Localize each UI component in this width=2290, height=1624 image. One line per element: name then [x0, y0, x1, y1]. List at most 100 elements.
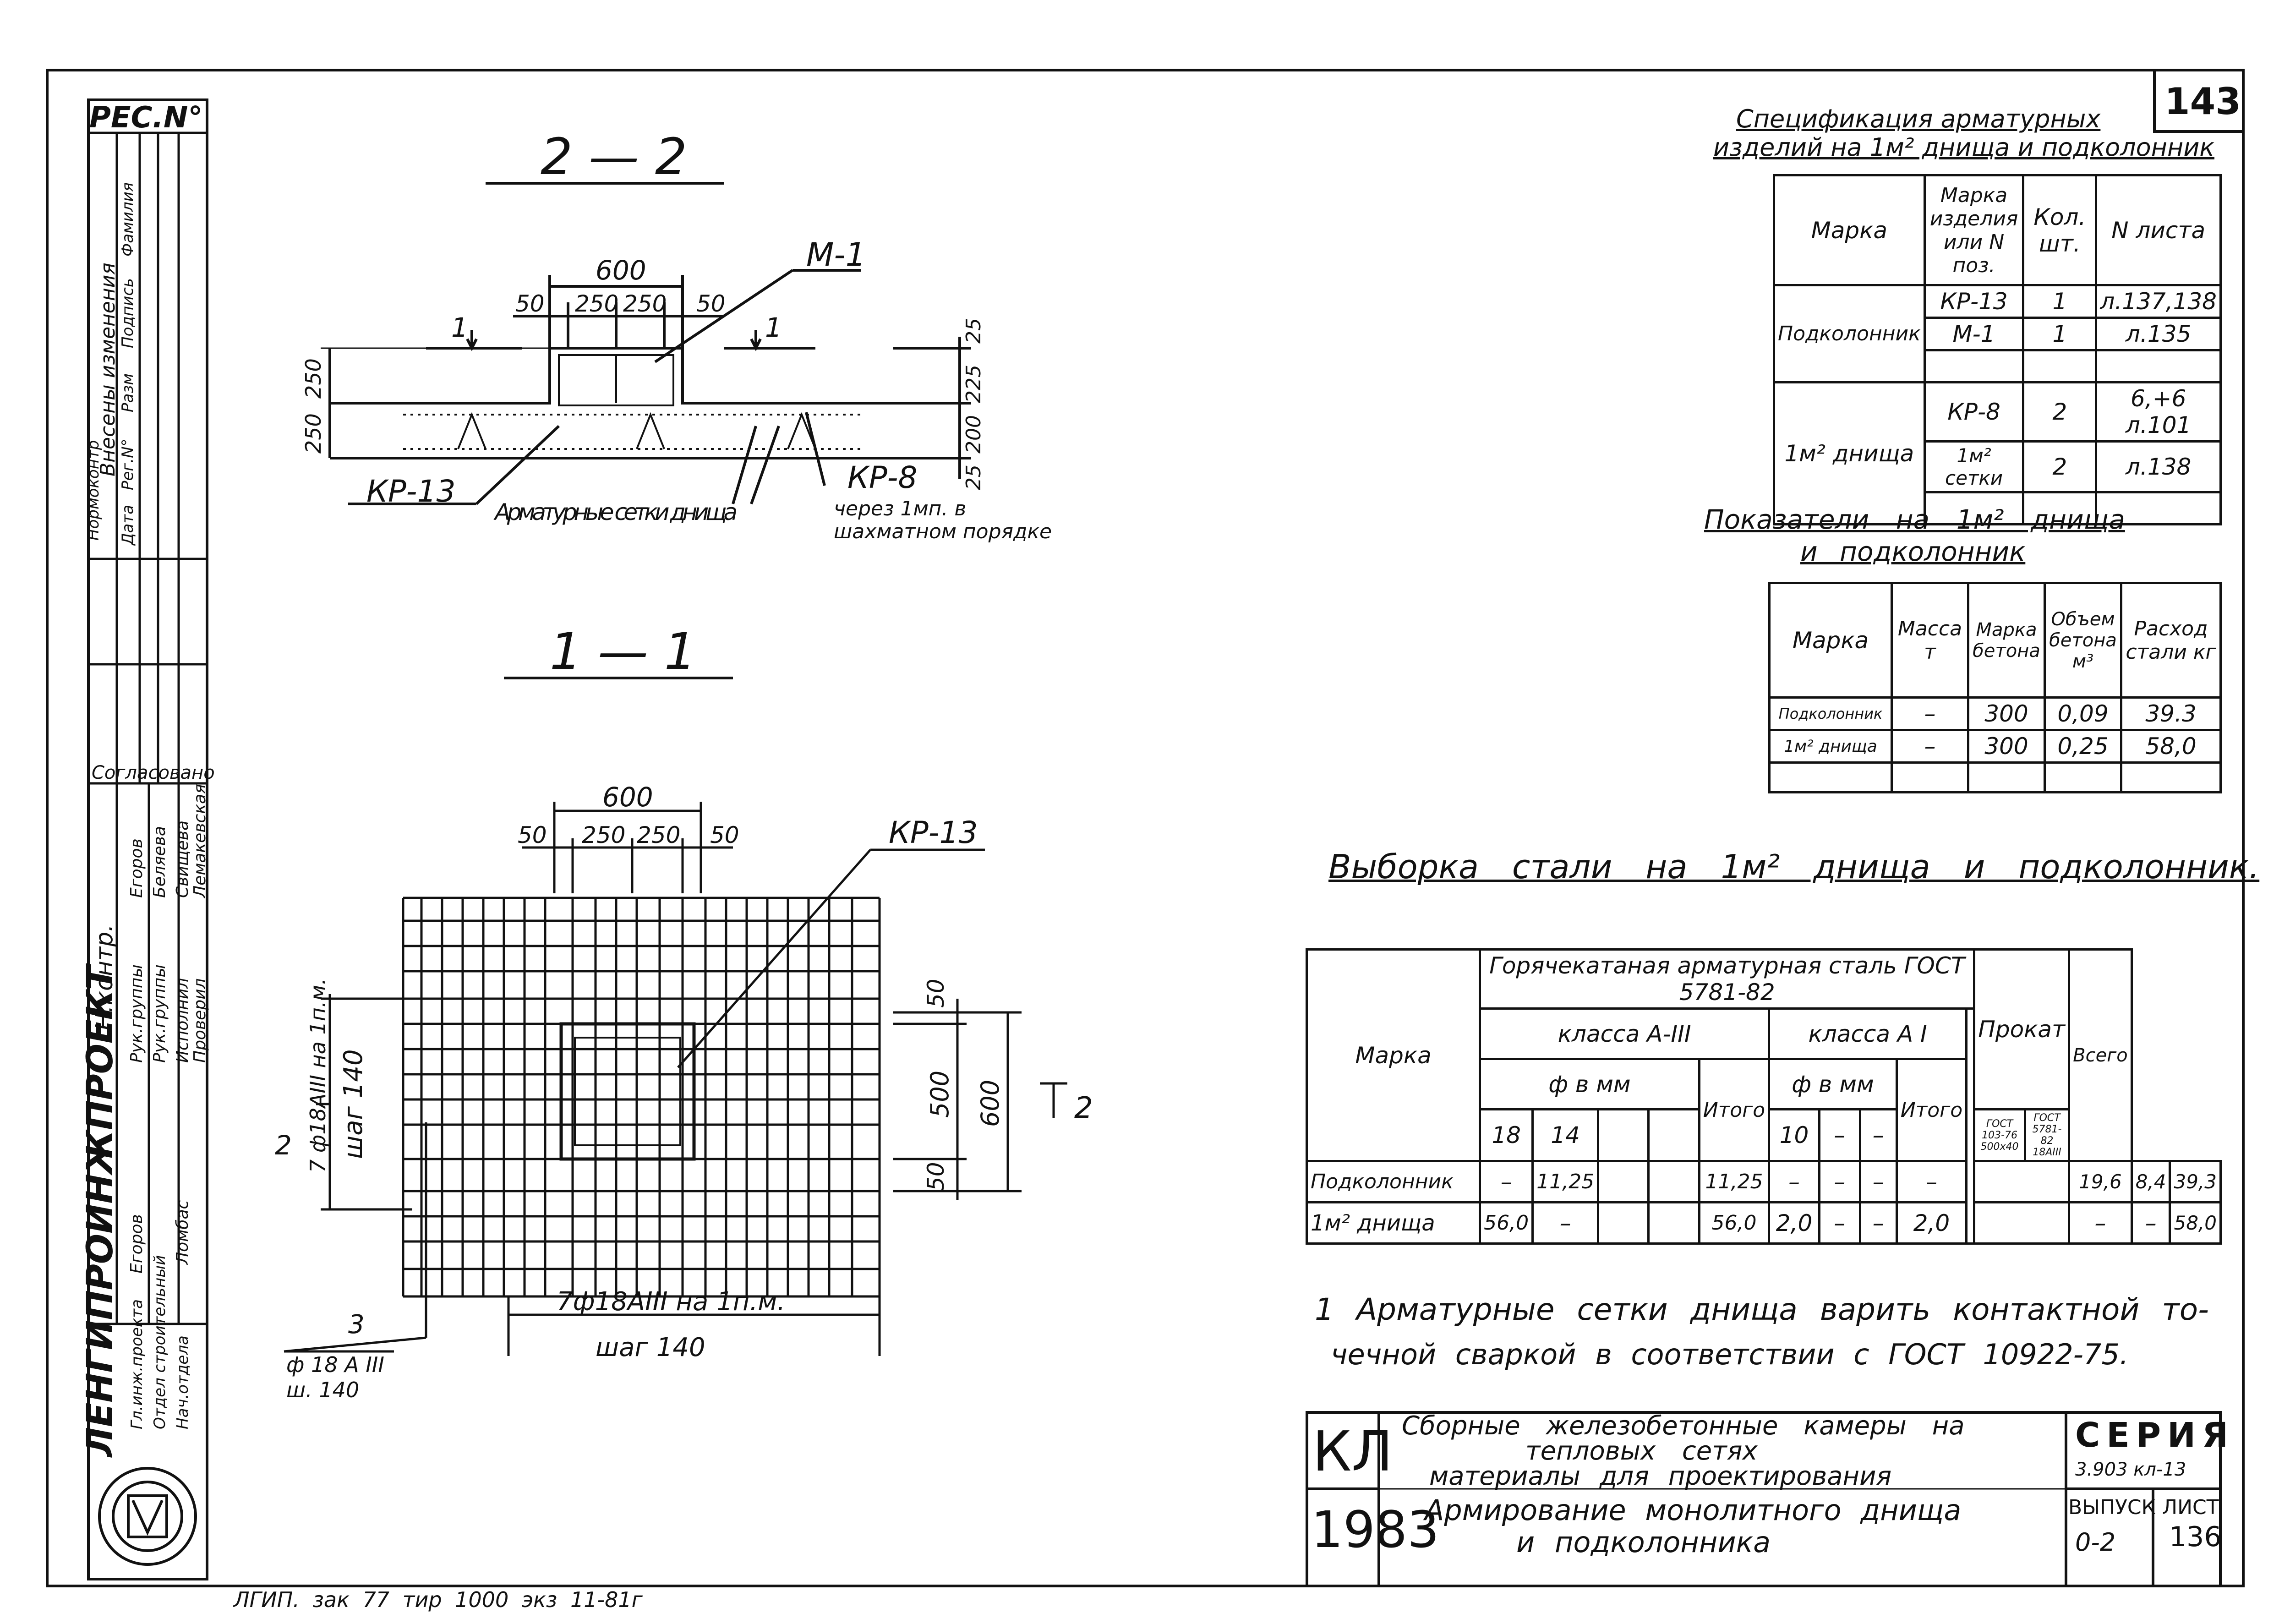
spec-g2-r1-item: КР-8 [1923, 381, 2025, 443]
ind-r1-mass: – [1891, 696, 1969, 731]
steel-h-hot: Горячекатаная арматурная сталь ГОСТ 5781… [1479, 948, 1976, 1010]
ind-h-volume: Объем бетона м³ [2044, 582, 2122, 699]
ind-r2-steel: 58,0 [2120, 729, 2222, 764]
spec-g1-r2-qty: 1 [2022, 317, 2098, 351]
indicators-title-1: Показатели на 1м² днища [1704, 504, 2125, 535]
label-left-rebar: 7 ф18АIII на 1п.м. [306, 978, 330, 1173]
label-bottom-step: шаг 140 [596, 1333, 705, 1362]
spec-g1-r1-qty: 1 [2022, 284, 2098, 319]
steel-dia-18: 18 [1479, 1108, 1534, 1162]
steel-r2-a1-total: 2,0 [1895, 1201, 1968, 1245]
dim-500-right-11: 500 [925, 1071, 954, 1118]
revision-header: Внесены изменения [96, 262, 120, 476]
cut-mark-1-left: 1 [451, 312, 468, 343]
label-kp13-22: КР-13 [366, 474, 455, 509]
ind-r2-mass: – [1891, 729, 1969, 764]
dim-600-right-11: 600 [976, 1080, 1005, 1127]
person-name-3: Свищева [173, 820, 192, 898]
ind-r1-steel: 39.3 [2120, 696, 2222, 731]
org-sub: Н.контр. [91, 924, 118, 1031]
steel-r1-a1-0: – [1768, 1160, 1820, 1203]
spec-g1-r2-item: М-1 [1923, 317, 2025, 351]
spec-h-mark: Марка [1773, 174, 1926, 286]
tb-desc-4: Армирование монолитного днища [1425, 1493, 1962, 1527]
label-kp8-note-2: шахматном порядке [834, 520, 1052, 543]
dim-250-b-11: 250 [637, 822, 680, 848]
steel-h-prokat: Прокат [1973, 948, 2071, 1110]
tb-series-value: 3.903 кл-13 [2075, 1459, 2186, 1480]
spec-g2-r2-qty: 2 [2022, 440, 2098, 493]
label-kp8-note-1: через 1мп. в [834, 497, 966, 520]
steel-h-total-a1: Итого [1895, 1058, 1968, 1162]
ind-h-steel: Расход стали кг [2120, 582, 2222, 699]
revision-col-date: Дата [119, 505, 137, 546]
label-left-step: шаг 140 [339, 1049, 368, 1159]
dim-250-a-22: 250 [575, 290, 618, 317]
ind-r2-mark: 1м² днища [1768, 729, 1893, 764]
dim-200-right: 200 [962, 415, 985, 454]
steel-r1-prokat-1: 8,4 [2130, 1160, 2171, 1203]
steel-prokat-sub-2: ГОСТ 5781-82 18АIII [2023, 1108, 2071, 1162]
spec-h-sheet: N листа [2095, 174, 2222, 286]
steel-dia-a3-3 [1597, 1108, 1650, 1162]
person-name-1: Егоров [127, 838, 146, 898]
steel-r1-a3-2 [1597, 1160, 1650, 1203]
steel-h-dia-a3: ф в мм [1479, 1058, 1700, 1110]
steel-r1-a3-0: – [1479, 1160, 1534, 1203]
steel-h-total-a3: Итого [1698, 1058, 1771, 1162]
label-callout-step: ш. 140 [286, 1378, 359, 1402]
revision-col-name: Фамилия [119, 182, 137, 257]
steel-r2-a1-2: – [1858, 1201, 1898, 1245]
spec-g2-r1-sheet: 6,+6 л.101 [2095, 381, 2222, 443]
steel-h-all: Всего [2068, 948, 2133, 1162]
steel-h-a1: класса А I [1768, 1007, 1968, 1060]
spec-g1-r2-sheet: л.135 [2095, 317, 2222, 351]
ind-r1-mark: Подколонник [1768, 696, 1893, 731]
tb-desc-5: и подколонника [1516, 1526, 1771, 1559]
dim-50-right-22: 50 [696, 290, 726, 317]
steel-r2-prokat-1: – [2130, 1201, 2171, 1245]
dim-250-left-lower: 250 [301, 413, 326, 454]
spec-table: Марка Марка изделия или N поз. Кол. шт. … [1773, 174, 2222, 525]
dim-250-a-11: 250 [582, 822, 625, 848]
person-role-6: Отдел строительный [151, 1255, 169, 1429]
cut-mark-1-right: 1 [765, 312, 782, 343]
person-name-4: Лемакевская [191, 784, 209, 899]
label-kp8: КР-8 [847, 460, 917, 495]
steel-r2-a3-3 [1647, 1201, 1700, 1245]
tb-issue-value: 0-2 [2075, 1528, 2116, 1557]
steel-r1-all: 39,3 [2169, 1160, 2222, 1203]
steel-r2-a1-0: 2,0 [1768, 1201, 1820, 1245]
person-role-5: Гл.инж.проекта [128, 1299, 146, 1429]
tb-year: 1983 [1311, 1500, 1439, 1559]
steel-r1-a3-3 [1647, 1160, 1700, 1203]
tb-issue-label: ВЫПУСК [2068, 1496, 2156, 1519]
ind-r1-concrete: 300 [1967, 696, 2046, 731]
spec-title-2: изделий на 1м² днища и подколонник [1713, 133, 2215, 162]
dim-50-left-22: 50 [515, 290, 545, 317]
label-kp13-11: КР-13 [889, 815, 978, 850]
ind-h-mass: Масса т [1891, 582, 1969, 699]
steel-r1-a1-2: – [1858, 1160, 1898, 1203]
cut-mark-2-right: 2 [1074, 1091, 1093, 1125]
steel-r1-a1-total: – [1895, 1160, 1968, 1203]
tb-sheet-label: ЛИСТ [2162, 1496, 2219, 1519]
person-name-2: Беляева [150, 826, 169, 898]
steel-h-a3: класса А-III [1479, 1007, 1771, 1060]
steel-r1-a3-total: 11,25 [1698, 1160, 1771, 1203]
steel-r2-prokat-0: – [2068, 1201, 2133, 1245]
steel-r2-a3-2 [1597, 1201, 1650, 1245]
label-callout-3: 3 [348, 1310, 365, 1340]
dim-50-right-11: 50 [710, 822, 739, 848]
tb-sheet-value: 136 [2169, 1521, 2222, 1553]
title-block [1306, 1411, 2222, 1587]
steel-r1-a1-1: – [1818, 1160, 1861, 1203]
note-line-1: 1 Арматурные сетки днища варить контактн… [1315, 1292, 2209, 1327]
steel-r2-mark: 1м² днища [1305, 1201, 1481, 1245]
dim-25-top-right: 25 [962, 318, 985, 344]
steel-table: Марка Горячекатаная арматурная сталь ГОС… [1305, 948, 2222, 1245]
reg-label: РЕС.N° [89, 101, 203, 135]
steel-dia-a1-3: – [1858, 1108, 1898, 1162]
dim-600-top-11: 600 [602, 782, 653, 813]
